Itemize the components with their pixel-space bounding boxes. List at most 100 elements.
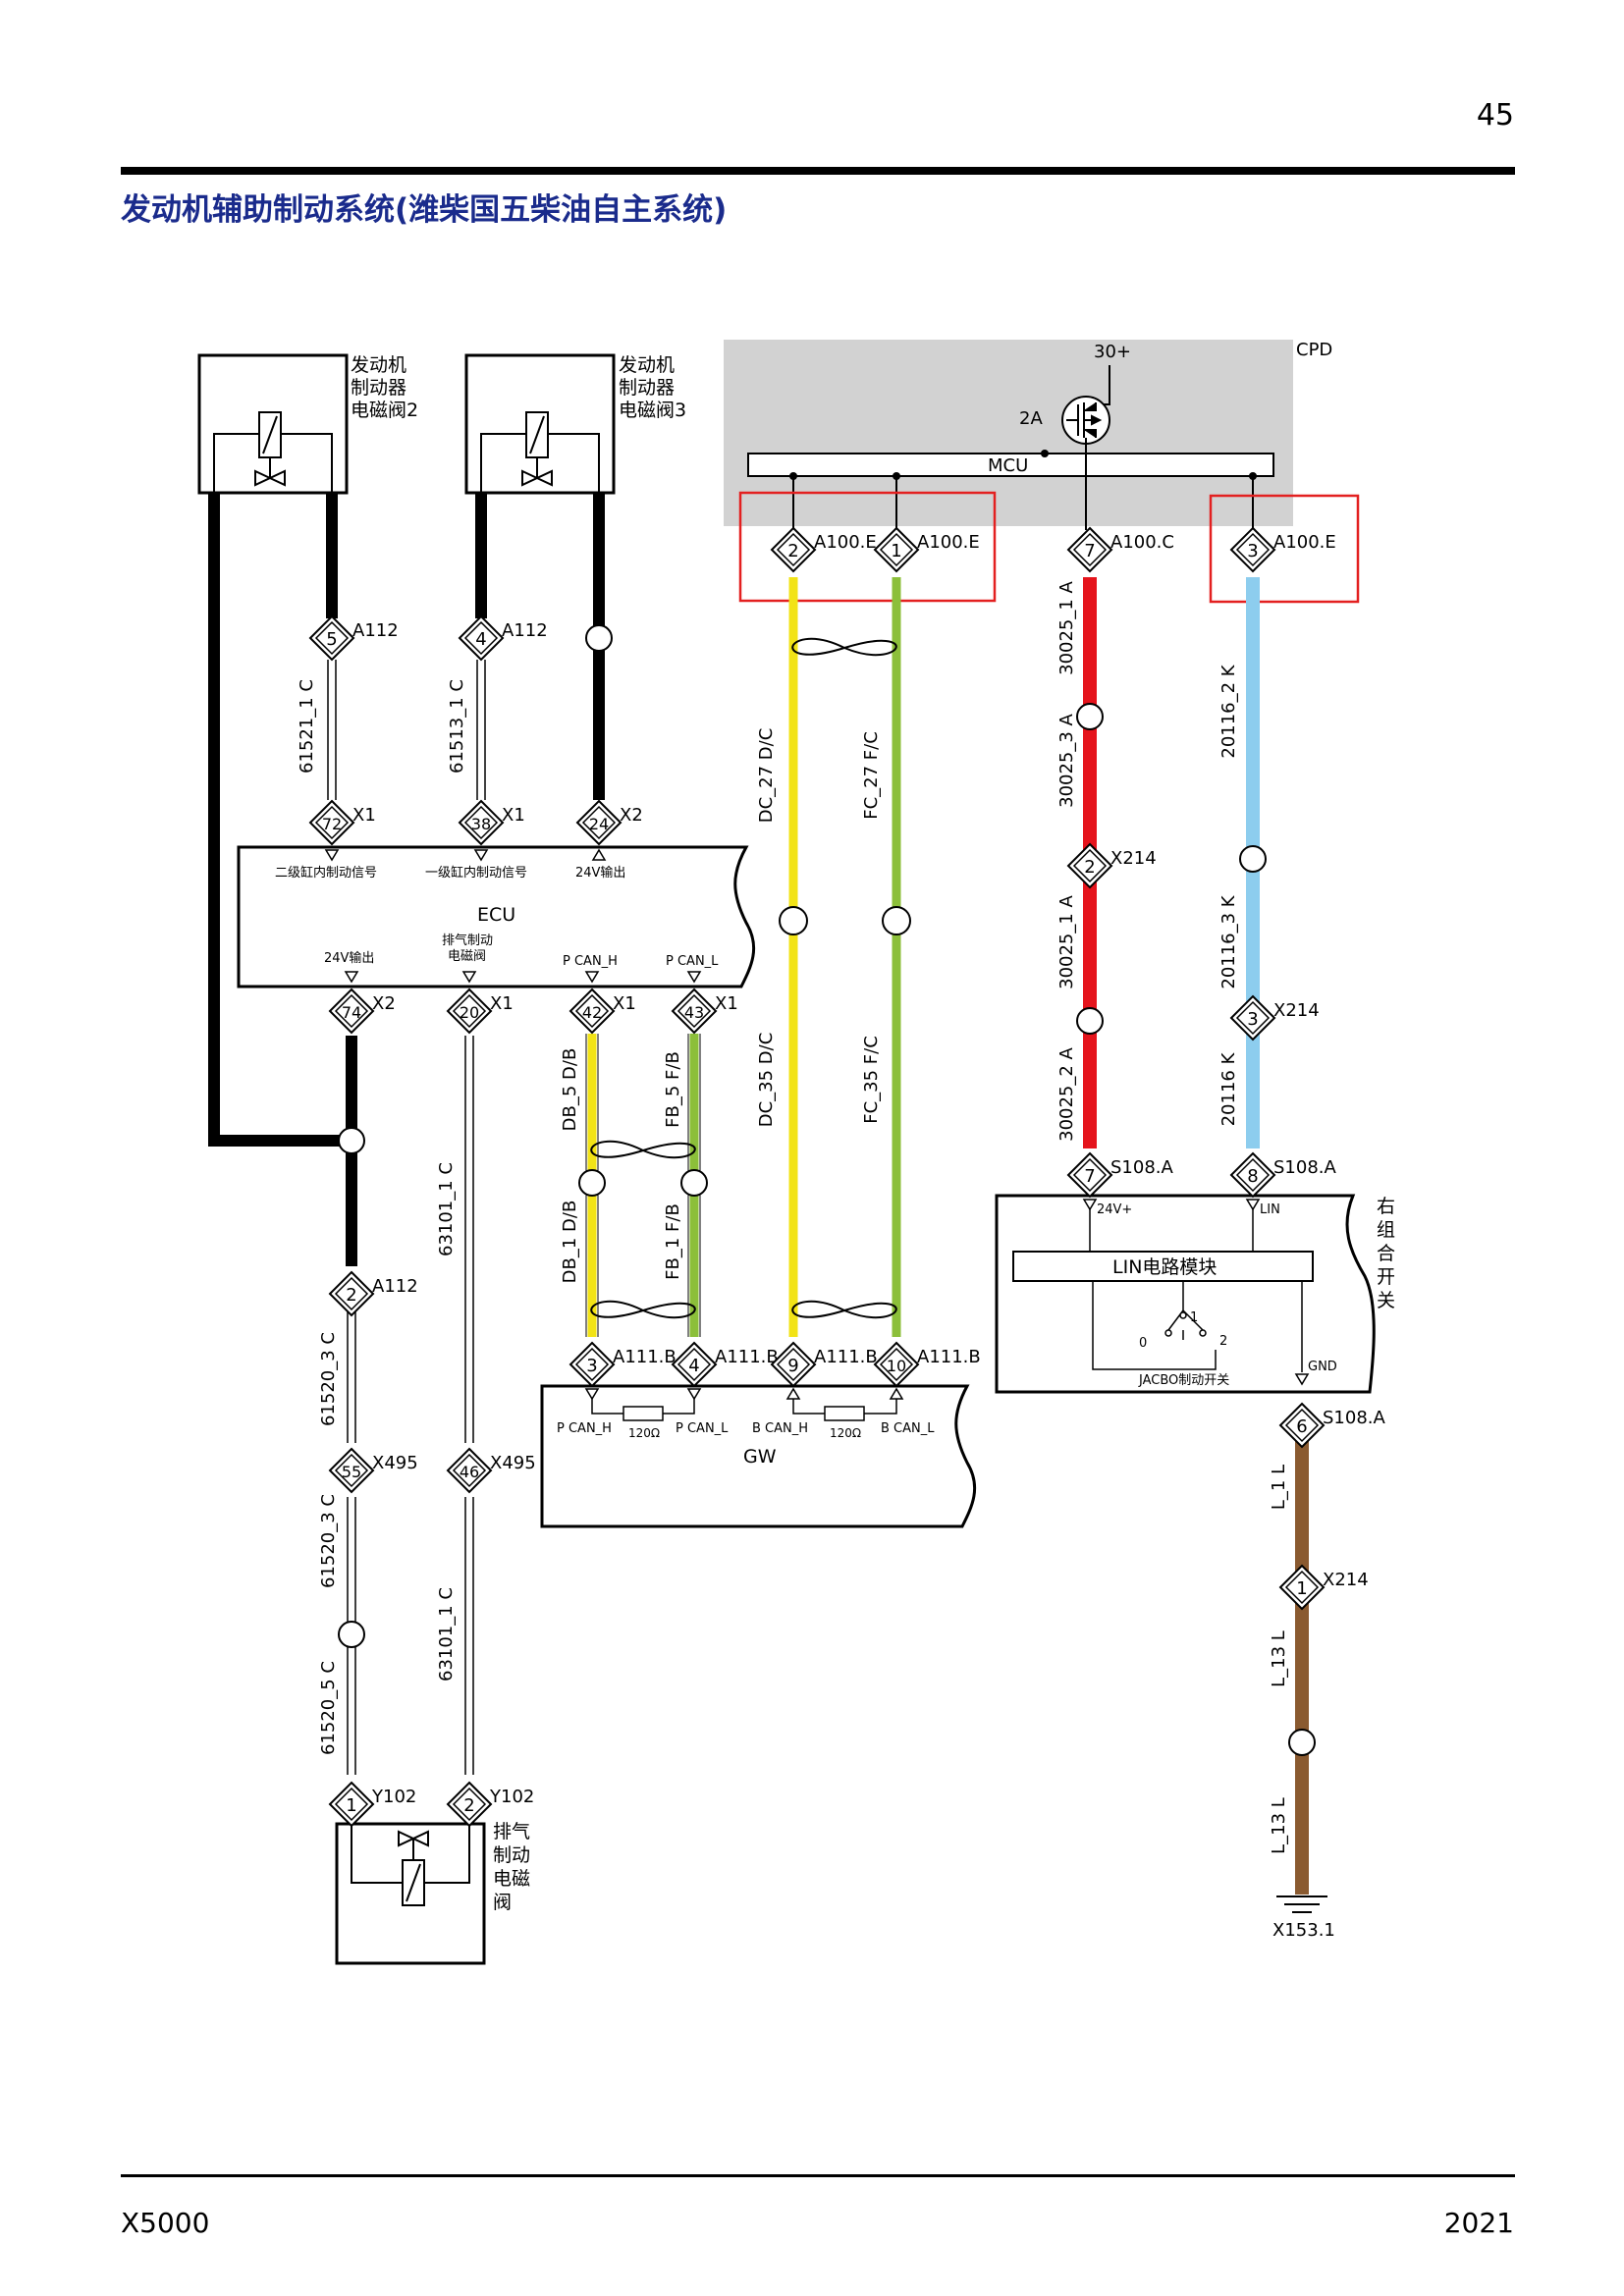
connector-label: X1: [352, 805, 376, 826]
connector-pin-number: 43: [684, 1003, 704, 1022]
connector-label: A100.E: [814, 532, 877, 553]
connector-label: X1: [502, 805, 525, 826]
switch-name-3: 合: [1377, 1243, 1395, 1264]
connector-pin-number: 9: [787, 1356, 798, 1376]
exhaust-valve-label-4: 阀: [493, 1892, 512, 1913]
switch-internal: [1089, 1202, 1303, 1372]
connector-a100-e-pin-3: 3 A100.E: [1229, 526, 1336, 573]
connector-pin-number: 46: [460, 1463, 479, 1481]
switch-contact: [1199, 1329, 1207, 1337]
connector-pin-number: 8: [1247, 1166, 1258, 1187]
connector-pin-number: 1: [891, 541, 901, 561]
connector-a112-pin-2: 2 A112: [328, 1270, 418, 1317]
connector-pin-number: 7: [1084, 541, 1095, 561]
connector-pin-number: 38: [471, 815, 491, 833]
connector-a100-e-pin-1: 1 A100.E: [873, 526, 980, 573]
connector-pin-number: 3: [1247, 541, 1258, 561]
ground-label: X153.1: [1272, 1920, 1335, 1941]
switch-name-5: 关: [1377, 1290, 1395, 1311]
wire-label: 63101_1 C: [436, 1162, 457, 1256]
valve3-label-1: 发动机: [619, 354, 675, 376]
connector-label: X495: [372, 1453, 418, 1473]
ecu-pin24-label: 24V输出: [575, 865, 625, 881]
connector-pin-number: 4: [688, 1356, 699, 1376]
wire-label: DB_5 D/B: [560, 1048, 580, 1132]
connector-pin-number: 3: [586, 1356, 597, 1376]
ecu-pin43-label: P CAN_L: [666, 954, 719, 969]
gw-b-can-h: B CAN_H: [752, 1421, 808, 1436]
connector-x495-pin-55: 55 X495: [328, 1447, 418, 1494]
valve2-label-2: 制动器: [351, 377, 406, 399]
connector-x1-pin-38: 38 X1: [458, 799, 525, 846]
connector-label: A100.E: [1273, 532, 1336, 553]
wire-thin: [464, 1036, 474, 1775]
wire-label: DC_35 D/C: [756, 1033, 777, 1128]
gw-resistor-label-b: 120Ω: [830, 1426, 861, 1440]
connector-a111-b-pin-3: 3 A111.B: [568, 1341, 677, 1388]
connector-x495-pin-46: 46 X495: [446, 1447, 536, 1494]
wire-label: DC_27 D/C: [756, 728, 777, 824]
engine-brake-valve-3: [464, 353, 616, 495]
switch-pos-0: 0: [1139, 1336, 1147, 1351]
connector-label: A112: [372, 1276, 418, 1297]
wire-label: 20116_3 K: [1218, 894, 1239, 988]
ecu-pin20-label-2: 电磁阀: [448, 949, 486, 964]
connector-label: X495: [490, 1453, 536, 1473]
connector-pin-number: 2: [1084, 857, 1095, 878]
footer-year: 2021: [1443, 2207, 1514, 2239]
switch-contact: [1164, 1329, 1172, 1337]
connector-pin-number: 2: [787, 541, 798, 561]
connector-pin-number: 7: [1084, 1166, 1095, 1187]
connector-pin-number: 2: [346, 1285, 356, 1306]
wire-label: FC_27 F/C: [861, 731, 882, 820]
supply-label: 30+: [1094, 342, 1131, 362]
wire-label: L_1 L: [1269, 1465, 1289, 1510]
gw-resistor-label-p: 120Ω: [628, 1426, 660, 1440]
wire-label: 20116_2 K: [1218, 664, 1239, 758]
connector-label: S108.A: [1273, 1157, 1337, 1178]
wire-label: L_13 L: [1269, 1797, 1289, 1854]
connector-label: A100.E: [917, 532, 980, 553]
splice-points: [338, 624, 1316, 1756]
exhaust-valve-label-1: 排气: [493, 1821, 530, 1842]
connector-label: A111.B: [917, 1347, 981, 1367]
connector-pin-number: 6: [1296, 1416, 1307, 1437]
cpd-background: [724, 340, 1293, 526]
wire-label: 63101_1 C: [436, 1587, 457, 1682]
switch-pos-2: 2: [1219, 1334, 1227, 1349]
wire-label: 30025_2 A: [1056, 1046, 1077, 1141]
wire-label: FB_1 F/B: [663, 1203, 683, 1280]
connector-pin-number: 20: [460, 1003, 479, 1022]
wire-label: L_13 L: [1269, 1630, 1289, 1687]
wire-label: FB_5 F/B: [663, 1051, 683, 1128]
connector-label: A111.B: [613, 1347, 677, 1367]
connector-pin-number: 72: [322, 815, 342, 833]
gw-p-can-l: P CAN_L: [676, 1421, 729, 1436]
highlight-box: [1209, 494, 1360, 604]
connector-a100-e-pin-2: 2 A100.E: [770, 526, 877, 573]
connector-label: X2: [372, 993, 396, 1014]
ecu-pin20-label-1: 排气制动: [442, 933, 493, 948]
switch-name-1: 右: [1377, 1196, 1395, 1217]
wire-label: 61520_3 C: [318, 1494, 339, 1588]
page-title: 发动机辅助制动系统(潍柴国五柴油自主系统): [121, 192, 728, 228]
connector-pin-number: 2: [463, 1795, 474, 1816]
connector-pin-number: 74: [342, 1003, 361, 1022]
wire-black: [208, 491, 352, 1147]
connector-pin-number: 24: [589, 815, 609, 833]
connector-pin-number: 3: [1247, 1009, 1258, 1030]
connector-pin-number: 55: [342, 1463, 361, 1481]
switch-pin-gnd: GND: [1308, 1360, 1337, 1374]
switch-pin-lin: LIN: [1260, 1202, 1280, 1217]
page-number: 45: [1476, 98, 1514, 133]
footer-model: X5000: [121, 2207, 210, 2239]
